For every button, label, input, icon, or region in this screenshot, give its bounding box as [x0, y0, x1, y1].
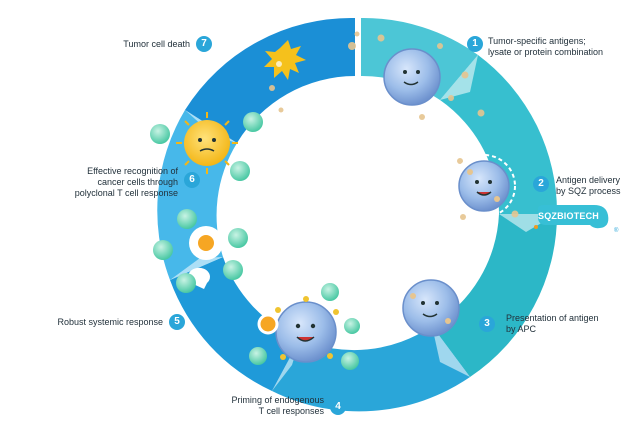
antigen-presenting-cell-1: [383, 48, 441, 106]
step-label-4-line-1: Priming of endogenous: [231, 395, 324, 405]
step-label-6: Effective recognition of cancer cells th…: [10, 166, 178, 199]
step-label-4: Priming of endogenous T cell responses: [200, 395, 324, 417]
step-label-6-line-2: cancer cells through: [97, 177, 178, 187]
step-label-3-line-2: by APC: [506, 324, 537, 334]
step-label-1-line-2: lysate or protein combination: [488, 47, 604, 57]
step-label-6-line-3: polyclonal T cell response: [74, 188, 178, 198]
ring-arrow: [432, 326, 470, 377]
logo-text: SQZBIOTECH: [538, 211, 600, 221]
step-label-7-line-1: Tumor cell death: [123, 39, 190, 49]
step-label-2: Antigen delivery by SQZ process: [556, 175, 621, 197]
antigen-particles: [269, 31, 519, 220]
step-badge-5: 5: [169, 314, 185, 330]
step-label-1: Tumor-specific antigens; lysate or prote…: [488, 36, 603, 58]
t-cell-group-4: [249, 283, 360, 370]
step-label-3-line-1: Presentation of antigen: [506, 313, 599, 323]
step-label-3: Presentation of antigen by APC: [506, 313, 599, 335]
step-label-1-line-1: Tumor-specific antigens;: [488, 36, 586, 46]
step-label-2-line-2: by SQZ process: [556, 186, 621, 196]
antigen-presenting-cell-2: [452, 154, 516, 218]
step-label-7: Tumor cell death: [60, 39, 190, 50]
step-badge-1: 1: [467, 36, 483, 52]
ring-divider: [355, 18, 361, 76]
ring-segment-3: [432, 214, 557, 377]
antigen-presenting-cell-4: [257, 296, 339, 363]
step-badge-7: 7: [196, 36, 212, 52]
step-label-6-line-1: Effective recognition of: [87, 166, 178, 176]
t-cell-group-5: [153, 209, 248, 293]
logo-registered-mark: ®: [614, 228, 619, 234]
step-badge-3: 3: [479, 316, 495, 332]
step-badge-2: 2: [533, 176, 549, 192]
t-cell-group-6: [150, 112, 263, 181]
step-label-5: Robust systemic response: [20, 317, 163, 328]
ring-segment-2: [440, 55, 558, 214]
antigen-presenting-cell-3: [402, 279, 460, 337]
dying-tumor-cell-7: [264, 40, 306, 80]
step-badge-6: 6: [184, 172, 200, 188]
step-badge-4: 4: [330, 399, 346, 415]
tumor-cell-6: [176, 112, 238, 174]
sqz-biotech-logo: [534, 205, 609, 229]
step-label-4-line-2: T cell responses: [258, 406, 324, 416]
step-label-2-line-1: Antigen delivery: [556, 175, 621, 185]
step-label-5-line-1: Robust systemic response: [57, 317, 163, 327]
ring-arrow: [440, 55, 478, 100]
ring-segment-7: [185, 17, 355, 143]
ring-segment-5: [170, 257, 300, 391]
